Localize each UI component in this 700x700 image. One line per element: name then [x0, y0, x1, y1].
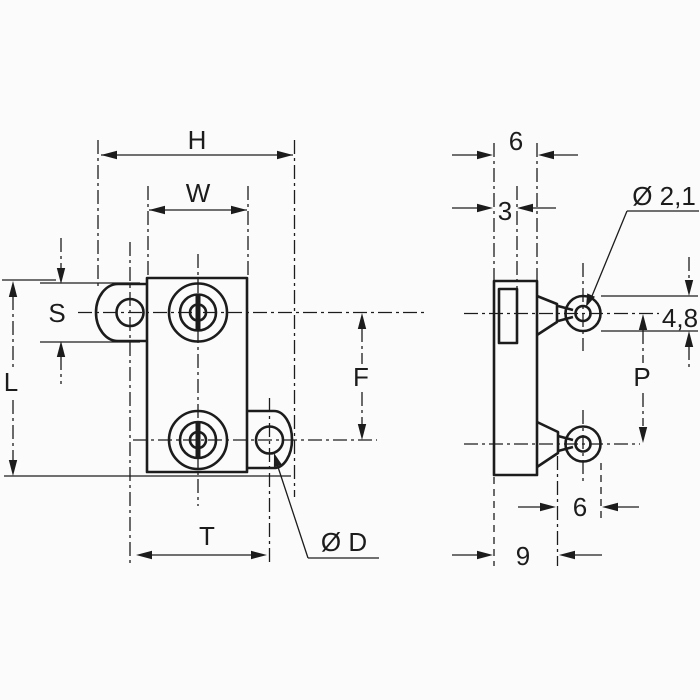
dim-hole-dia-leader: Ø 2,1 — [586, 181, 699, 307]
front-bottom-screw-terminal — [167, 409, 229, 471]
dim-W-label: W — [186, 178, 211, 208]
front-left-tab-hole — [115, 297, 145, 328]
dim-hole-dia-label: Ø 2,1 — [632, 181, 696, 211]
side-top-eyelet — [564, 294, 602, 333]
side-body — [492, 279, 539, 477]
dim-OD-label: Ø D — [321, 527, 367, 557]
side-body-inset — [497, 287, 519, 345]
front-right-tab-hole — [254, 425, 285, 455]
side-view: 6 3 Ø 2,1 4,8 — [452, 126, 699, 571]
dim-depth-6: 6 — [452, 126, 578, 160]
side-bottom-terminal — [536, 420, 602, 469]
side-bottom-tab — [536, 420, 560, 469]
dim-F-label: F — [353, 362, 369, 392]
dim-S: S — [40, 238, 140, 384]
dim-OD-leader: Ø D — [273, 453, 379, 559]
dim-L: L — [2, 279, 291, 477]
dim-overall-9: 9 — [452, 541, 602, 571]
dim-eyelet-len-6: 6 — [518, 492, 639, 522]
front-view: H W S L — [2, 125, 428, 566]
side-top-tab — [536, 294, 559, 337]
dim-S-label: S — [48, 298, 65, 328]
dim-eyelet-dia-48: 4,8 — [601, 257, 698, 369]
side-top-eyelet-hole — [574, 304, 592, 323]
dim-P-label: P — [633, 362, 650, 392]
dim-L-label: L — [4, 367, 18, 397]
front-left-mounting-tab — [94, 282, 147, 343]
dim-F: F — [353, 313, 369, 440]
front-body — [145, 276, 249, 474]
dim-H: H — [101, 125, 293, 160]
dim-W: W — [149, 178, 247, 215]
side-bottom-eyelet-hole — [574, 435, 592, 453]
front-view-centerlines — [78, 140, 428, 566]
dim-T-label: T — [199, 521, 215, 551]
dim-inset-label: 3 — [498, 196, 512, 226]
dim-eyelet-dia-label: 4,8 — [662, 303, 698, 333]
dim-H-label: H — [188, 125, 207, 155]
dim-overall-label: 9 — [516, 541, 530, 571]
dim-depth-label: 6 — [509, 126, 523, 156]
dim-T: T — [136, 521, 267, 560]
front-right-mounting-tab — [247, 409, 294, 470]
front-top-screw-terminal — [167, 282, 229, 343]
dim-P: P — [633, 314, 651, 443]
dim-eyelet-len-label: 6 — [573, 492, 587, 522]
dim-inset-3: 3 — [452, 196, 556, 226]
side-top-terminal — [536, 294, 602, 337]
side-bottom-eyelet — [564, 425, 602, 463]
